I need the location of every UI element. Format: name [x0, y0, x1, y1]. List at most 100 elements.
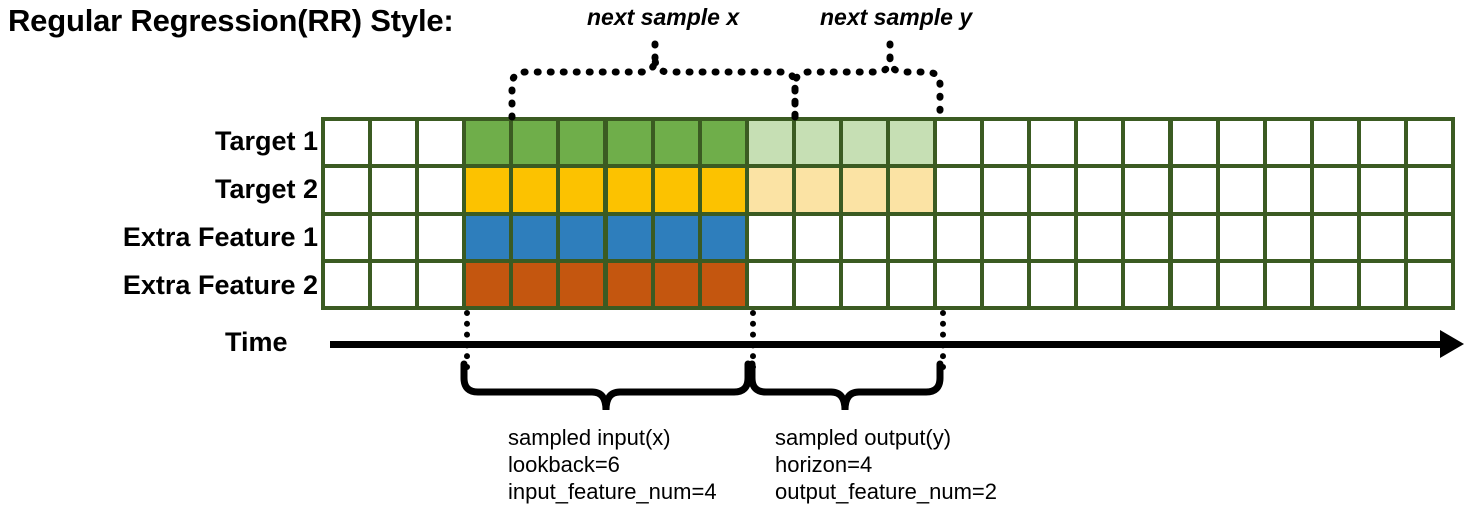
grid-cell-input	[701, 168, 745, 212]
dotted-brace-next-sample-y	[791, 57, 944, 121]
caption-sampled-input-line3: input_feature_num=4	[508, 479, 717, 504]
timeseries-grid	[321, 117, 1455, 310]
grid-cell-input	[654, 121, 698, 165]
grid-cell-blank	[1078, 121, 1122, 165]
grid-cell-input	[513, 262, 557, 306]
grid-cell-blank	[795, 262, 839, 306]
grid-cell-blank	[1125, 168, 1169, 212]
grid-cell-blank	[1031, 215, 1075, 259]
grid-cell-blank	[1313, 215, 1357, 259]
grid-cell-input	[654, 262, 698, 306]
grid-cell-input	[466, 262, 510, 306]
grid-row-1	[321, 121, 1455, 165]
grid-cell-blank	[325, 121, 369, 165]
grid-cell-blank	[419, 215, 463, 259]
grid-cell-input	[466, 215, 510, 259]
grid-cell-blank	[1078, 168, 1122, 212]
grid-cell-input	[513, 168, 557, 212]
grid-cell-blank	[1266, 121, 1310, 165]
grid-cell-blank	[1266, 215, 1310, 259]
time-axis-line	[330, 341, 1456, 348]
grid-cell-output	[890, 121, 934, 165]
grid-cell-output	[748, 121, 792, 165]
grid-cell-input	[560, 121, 604, 165]
grid-cell-blank	[419, 168, 463, 212]
grid-cell-input	[607, 168, 651, 212]
caption-sampled-input-line1: sampled input(x)	[508, 425, 671, 450]
grid-cell-blank	[1313, 121, 1357, 165]
grid-cell-blank	[1172, 262, 1216, 306]
brace-sampled-output	[748, 360, 944, 411]
time-axis-arrow-icon	[1440, 330, 1464, 358]
grid-cell-blank	[1172, 168, 1216, 212]
grid-cell-blank	[984, 121, 1028, 165]
grid-cell-output	[795, 121, 839, 165]
grid-cell-blank	[1219, 168, 1263, 212]
grid-cell-blank	[890, 262, 934, 306]
grid-cell-blank	[1031, 168, 1075, 212]
grid-cell-blank	[984, 262, 1028, 306]
grid-cell-blank	[1031, 262, 1075, 306]
grid-cell-blank	[1407, 121, 1451, 165]
grid-cell-input	[466, 121, 510, 165]
grid-cell-blank	[1266, 262, 1310, 306]
grid-cell-input	[654, 168, 698, 212]
grid-cell-blank	[1078, 262, 1122, 306]
grid-cell-blank	[325, 262, 369, 306]
grid-cell-blank	[1360, 215, 1404, 259]
grid-cell-blank	[1313, 262, 1357, 306]
grid-cell-input	[560, 215, 604, 259]
guide-line-input-start	[464, 310, 470, 370]
grid-cell-blank	[984, 168, 1028, 212]
axis-label-time: Time	[225, 327, 288, 357]
grid-cell-blank	[937, 168, 981, 212]
grid-cell-blank	[419, 121, 463, 165]
caption-sampled-output-line2: horizon=4	[775, 452, 873, 477]
grid-cell-blank	[1360, 168, 1404, 212]
grid-cell-blank	[1172, 121, 1216, 165]
grid-cell-output	[890, 168, 934, 212]
caption-sampled-output-line3: output_feature_num=2	[775, 479, 998, 504]
grid-cell-blank	[842, 262, 886, 306]
row-label-target-2: Target 2	[214, 174, 318, 204]
grid-cell-blank	[1031, 121, 1075, 165]
grid-cell-blank	[1172, 215, 1216, 259]
grid-cell-output	[842, 121, 886, 165]
grid-cell-blank	[1219, 215, 1263, 259]
grid-cell-input	[607, 121, 651, 165]
caption-next-sample-x: next sample x	[587, 4, 740, 30]
grid-cell-blank	[937, 215, 981, 259]
page-title: Regular Regression(RR) Style:	[8, 3, 454, 38]
grid-cell-input	[560, 168, 604, 212]
row-label-extra-feature-2: Extra Feature 2	[122, 270, 318, 300]
grid-cell-input	[654, 215, 698, 259]
grid-row-2	[321, 168, 1455, 212]
grid-cell-blank	[984, 215, 1028, 259]
grid-cell-input	[513, 215, 557, 259]
grid-cell-input	[607, 262, 651, 306]
grid-cell-blank	[937, 121, 981, 165]
grid-cell-input	[466, 168, 510, 212]
grid-cell-output	[842, 168, 886, 212]
grid-cell-blank	[842, 215, 886, 259]
grid-cell-output	[795, 168, 839, 212]
grid-cell-input	[701, 215, 745, 259]
grid-cell-blank	[890, 215, 934, 259]
grid-cell-blank	[1219, 262, 1263, 306]
grid-cell-blank	[325, 168, 369, 212]
grid-cell-blank	[372, 168, 416, 212]
caption-sampled-output: sampled output(y) horizon=4 output_featu…	[775, 424, 997, 505]
grid-cell-blank	[372, 262, 416, 306]
guide-line-output-end	[940, 310, 946, 370]
caption-sampled-input: sampled input(x) lookback=6 input_featur…	[508, 424, 717, 505]
grid-cell-input	[701, 121, 745, 165]
row-label-target-1: Target 1	[214, 126, 318, 156]
grid-cell-output	[748, 168, 792, 212]
grid-cell-blank	[1125, 215, 1169, 259]
grid-cell-blank	[1125, 262, 1169, 306]
grid-cell-blank	[325, 215, 369, 259]
grid-cell-blank	[748, 262, 792, 306]
grid-cell-blank	[1125, 121, 1169, 165]
grid-cell-input	[513, 121, 557, 165]
